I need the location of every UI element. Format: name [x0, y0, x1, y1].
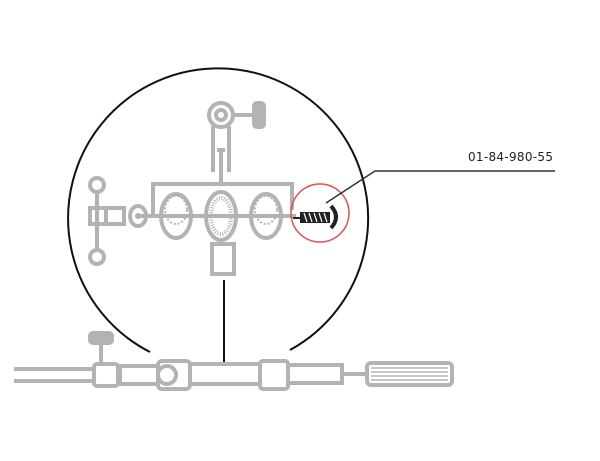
fan-disc-center: [204, 190, 238, 276]
screw-part: [293, 204, 338, 230]
highlight-circle: [290, 183, 350, 243]
filter-disc-right: [249, 192, 283, 240]
detail-magnifier-outline: [67, 67, 370, 353]
part-number-label: 01-84-980-55: [468, 150, 554, 164]
t-handle: [88, 176, 148, 266]
filter-disc-left: [159, 192, 193, 240]
callout-leader: [325, 170, 555, 204]
rail-assembly: [14, 331, 454, 391]
pivot-mount: [207, 101, 266, 182]
assembly-bracket: [151, 182, 294, 218]
